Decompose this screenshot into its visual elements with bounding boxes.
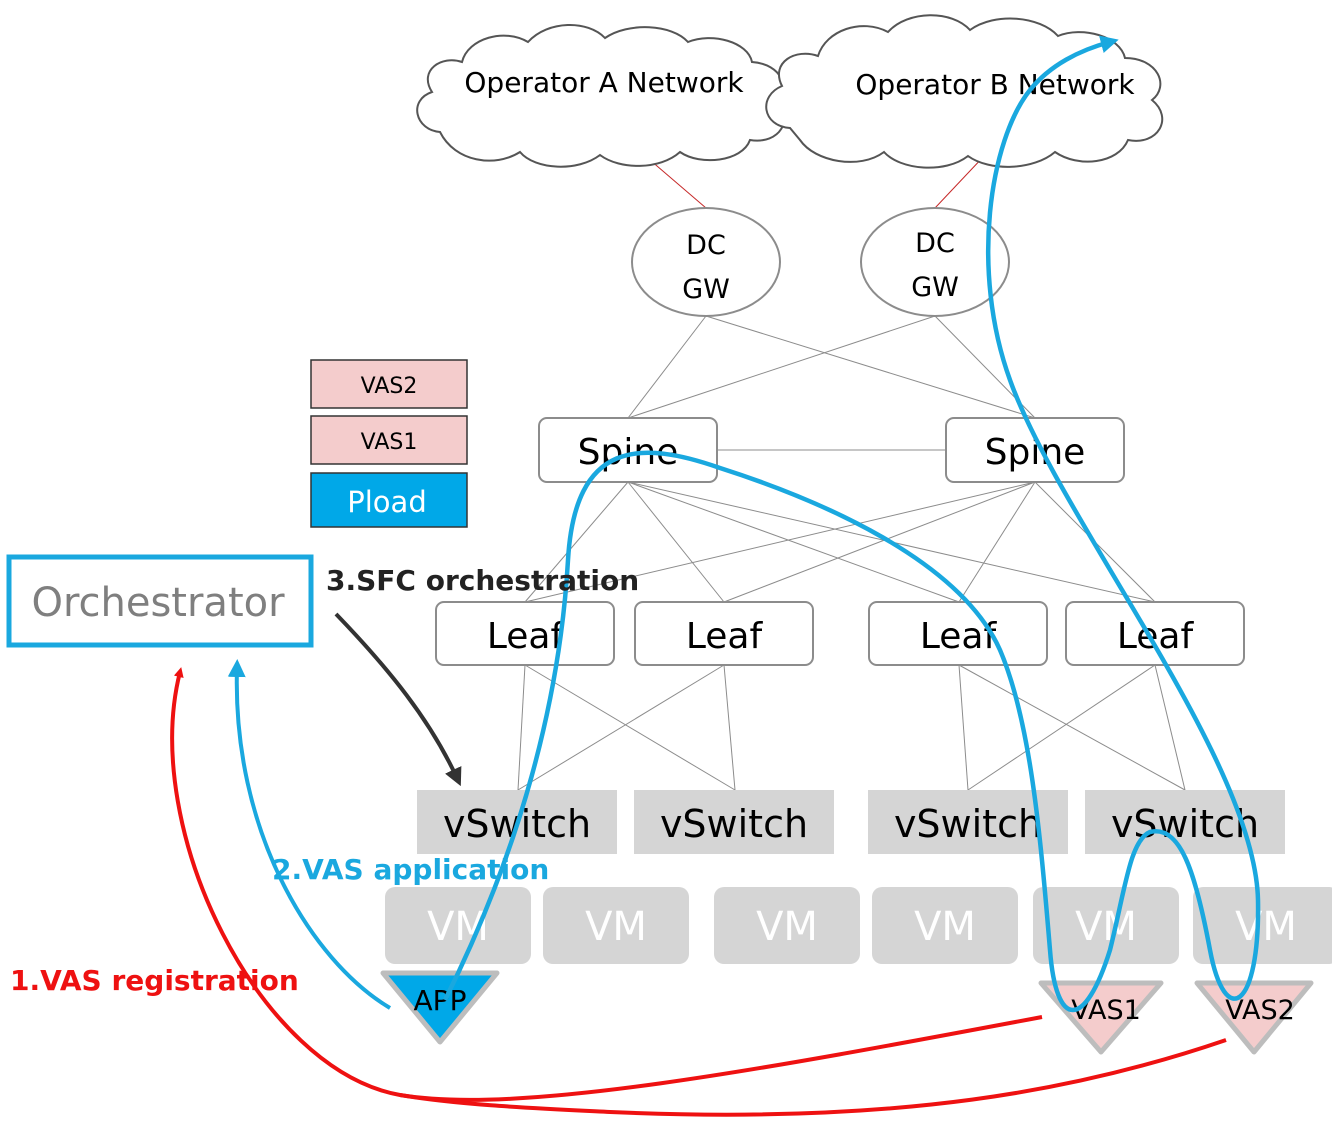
vswitch-label: vSwitch <box>894 802 1042 846</box>
vm-node: VM <box>872 887 1018 964</box>
vswitch-label: vSwitch <box>1111 802 1259 846</box>
vswitch-node: vSwitch <box>1085 790 1285 854</box>
orchestrator-label: Orchestrator <box>31 580 285 626</box>
vm-label: VM <box>756 904 818 950</box>
legend-vas2: VAS2 <box>310 359 468 409</box>
gateway-b-line2: GW <box>911 272 959 303</box>
vas1-workload-label: VAS1 <box>1071 995 1141 1026</box>
step-registration-label: 1.VAS registration <box>10 964 299 997</box>
leaf-node: Leaf <box>435 601 615 666</box>
leaf-node: Leaf <box>634 601 814 666</box>
vswitch-node: vSwitch <box>634 790 834 854</box>
operator-b-cloud: Operator B Network <box>765 14 1164 169</box>
spine-node: Spine <box>945 417 1125 483</box>
service-chain-path <box>442 35 1261 1013</box>
vas2-workload: VAS2 <box>1194 980 1314 1055</box>
spine-node: Spine <box>538 417 718 483</box>
dc-gateway-b: DC GW <box>860 207 1010 317</box>
legend-vas1: VAS1 <box>310 415 468 465</box>
vm-label: VM <box>1075 904 1137 950</box>
orchestration-flow <box>334 612 462 787</box>
step-application-label: 2.VAS application <box>272 853 549 886</box>
vm-label: VM <box>1235 904 1297 950</box>
leaf-node: Leaf <box>868 601 1048 666</box>
vm-node: VM <box>1033 887 1179 964</box>
gateway-b-line1: DC <box>915 228 955 259</box>
vswitch-node: vSwitch <box>868 790 1068 854</box>
application-flow <box>227 659 392 1010</box>
gateway-a-line1: DC <box>686 230 726 261</box>
legend-vas2-label: VAS2 <box>361 374 418 399</box>
registration-flow <box>170 667 1227 1117</box>
operator-a-label: Operator A Network <box>464 66 744 99</box>
vm-node: VM <box>385 887 531 964</box>
vm-node: VM <box>543 887 689 964</box>
vswitch-label: vSwitch <box>660 802 808 846</box>
leaf-node: Leaf <box>1065 601 1245 666</box>
vm-label: VM <box>585 904 647 950</box>
dc-gateway-a: DC GW <box>631 207 781 317</box>
step-orchestration-label: 3.SFC orchestration <box>326 564 639 597</box>
leaf-label: Leaf <box>487 616 565 657</box>
vas1-workload: VAS1 <box>1038 980 1164 1055</box>
leaf-label: Leaf <box>686 616 764 657</box>
operator-a-cloud: Operator A Network <box>416 24 786 168</box>
orchestrator-box: Orchestrator <box>6 554 314 648</box>
app-label: APP <box>414 984 467 1017</box>
operator-b-label: Operator B Network <box>855 68 1135 101</box>
legend-pload-label: Pload <box>347 485 426 519</box>
vm-node: VM <box>1193 887 1332 964</box>
legend-pload: Pload <box>310 472 468 528</box>
gateway-a-line2: GW <box>682 274 730 305</box>
app-workload: APP <box>380 970 500 1045</box>
topology-links <box>517 154 1186 791</box>
vm-node: VM <box>714 887 860 964</box>
vm-label: VM <box>914 904 976 950</box>
legend-vas1-label: VAS1 <box>361 430 418 455</box>
